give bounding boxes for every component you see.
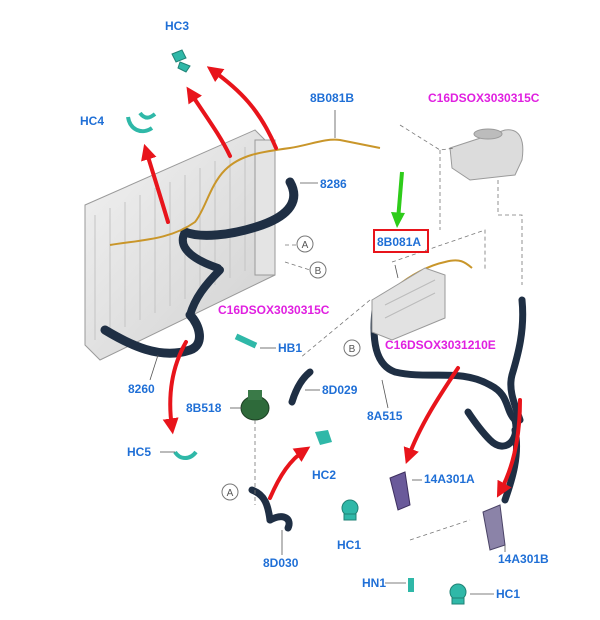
hose-8d029 bbox=[288, 368, 314, 406]
green-arrow bbox=[391, 171, 405, 228]
label-8a515: 8A515 bbox=[367, 409, 403, 423]
leader-lines bbox=[254, 124, 523, 541]
clip-hc4 bbox=[126, 111, 157, 134]
label-hc3: HC3 bbox=[165, 19, 189, 33]
arrow-to-hc3 bbox=[206, 66, 278, 150]
highlight-box-8b081a bbox=[373, 229, 429, 253]
expansion-tank bbox=[449, 128, 524, 181]
label-hc1-right: HC1 bbox=[496, 587, 520, 601]
bracket-14a301a bbox=[389, 471, 411, 511]
degas-tube-8b081b bbox=[109, 138, 381, 246]
label-c16-315c-top: C16DSOX3030315C bbox=[428, 91, 540, 105]
label-8286: 8286 bbox=[320, 177, 347, 191]
callout-b-mid: B bbox=[343, 339, 361, 357]
label-14a301a: 14A301A bbox=[424, 472, 475, 486]
label-8b081b: 8B081B bbox=[310, 91, 354, 105]
clip-hn1 bbox=[408, 578, 414, 592]
label-hn1: HN1 bbox=[362, 576, 386, 590]
label-hc4: HC4 bbox=[80, 114, 104, 128]
pump-8b518 bbox=[240, 390, 270, 421]
label-hc5: HC5 bbox=[127, 445, 151, 459]
clip-hc5 bbox=[173, 450, 198, 460]
label-hc1-left: HC1 bbox=[337, 538, 361, 552]
arrow-to-hc5 bbox=[162, 340, 188, 435]
label-8b081a: 8B081A bbox=[377, 235, 421, 249]
clip-hb1 bbox=[234, 333, 258, 349]
cooler-module bbox=[371, 267, 446, 341]
label-connectors bbox=[149, 110, 506, 595]
label-hc2: HC2 bbox=[312, 468, 336, 482]
callout-b-top: B bbox=[309, 261, 327, 279]
clip-hc1-right bbox=[449, 583, 467, 605]
arrow-to-14a301a bbox=[403, 366, 460, 465]
red-arrows bbox=[141, 66, 522, 500]
svg-text:A: A bbox=[302, 240, 309, 251]
svg-text:B: B bbox=[315, 266, 322, 277]
clip-hc3 bbox=[171, 49, 191, 73]
label-8d029: 8D029 bbox=[322, 383, 358, 397]
arrow-to-hc2 bbox=[268, 446, 311, 500]
label-c16-315c-mid: C16DSOX3030315C bbox=[218, 303, 330, 317]
callout-a-bottom: A bbox=[221, 483, 239, 501]
svg-text:A: A bbox=[227, 488, 234, 499]
callout-a-top: A bbox=[296, 235, 314, 253]
arrow-to-hc4 bbox=[141, 143, 170, 224]
hose-8286 bbox=[178, 177, 299, 272]
hose-8260 bbox=[100, 266, 224, 358]
label-8b518: 8B518 bbox=[186, 401, 222, 415]
clip-hc2 bbox=[315, 430, 332, 445]
bracket-14a301b bbox=[482, 504, 506, 551]
label-c16-210e: C16DSOX3031210E bbox=[385, 338, 496, 352]
clip-hc1-left bbox=[341, 499, 359, 521]
label-14a301b: 14A301B bbox=[498, 552, 549, 566]
arrow-to-14a301b bbox=[496, 398, 522, 498]
label-hb1: HB1 bbox=[278, 341, 302, 355]
arrow-to-hc3b bbox=[186, 86, 232, 158]
label-8260: 8260 bbox=[128, 382, 155, 396]
label-8d030: 8D030 bbox=[263, 556, 299, 570]
svg-text:B: B bbox=[349, 344, 356, 355]
